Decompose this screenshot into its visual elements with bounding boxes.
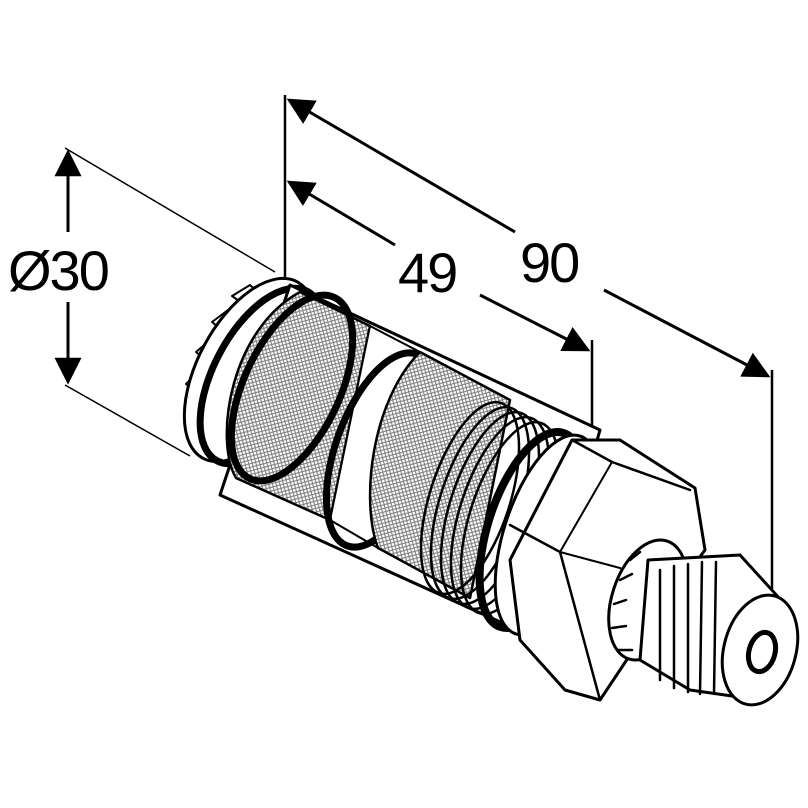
filter-mesh-1 (225, 290, 372, 522)
diameter-label: Ø30 (8, 239, 108, 302)
dim-90-arrow-right (603, 288, 771, 378)
dim-49-arrow-left (286, 180, 396, 247)
inner-length-label: 49 (398, 241, 456, 304)
spline-stem (607, 538, 800, 707)
diameter-extension-bottom (64, 384, 191, 457)
total-length-label: 90 (520, 231, 578, 294)
filter-mesh-2 (368, 350, 512, 600)
dim-90-arrow-left (286, 98, 516, 234)
cartridge-body (182, 276, 800, 707)
stem-bore (745, 629, 779, 675)
diameter-extension-top (64, 147, 276, 273)
dimension-lines (54, 95, 774, 600)
dim-49-arrow-right (479, 293, 591, 352)
seal-ring-1 (227, 291, 357, 485)
